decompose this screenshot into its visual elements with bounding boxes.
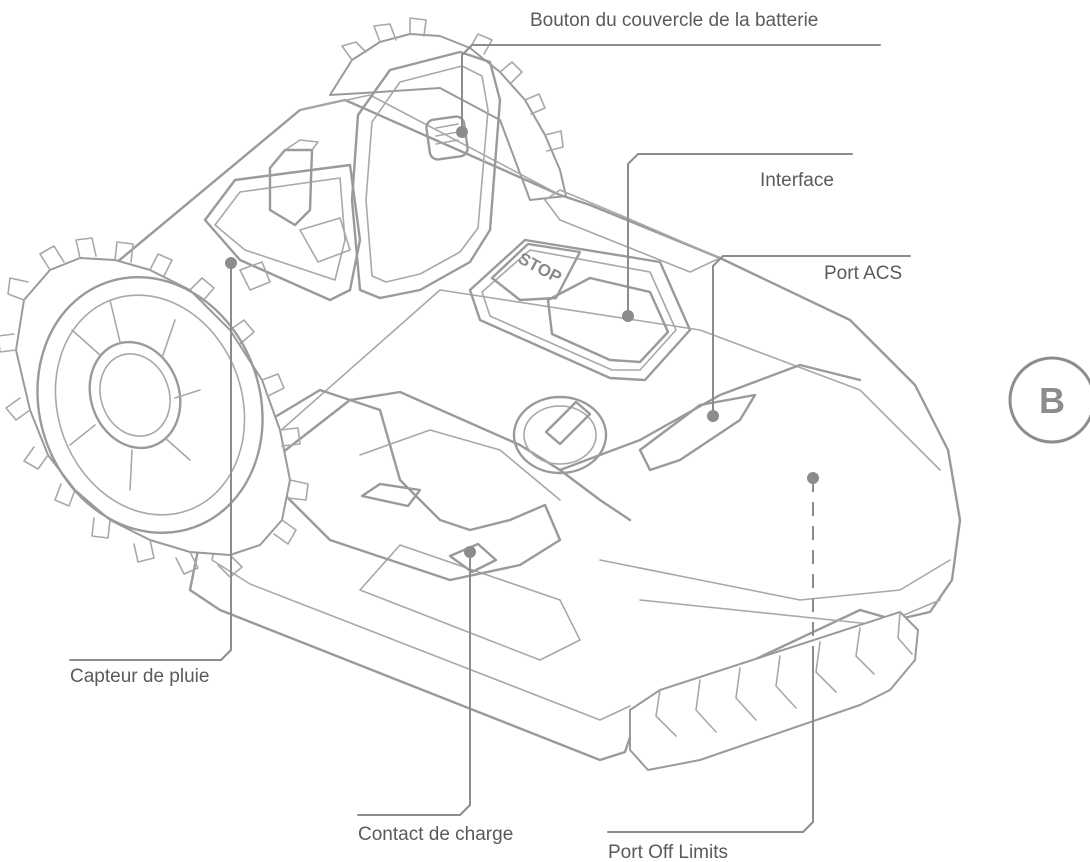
robotic-lawn-mower-drawing: STOP xyxy=(0,17,962,771)
battery-compartment xyxy=(203,50,502,302)
pointer-dot-charging-contact xyxy=(464,546,476,558)
height-adjustment-knob xyxy=(512,395,608,475)
pointer-dot-rain-sensor xyxy=(225,257,237,269)
leader-off-limits-port-solid xyxy=(607,651,814,833)
pointer-dot-acs-port xyxy=(707,410,719,422)
rear-bumper-tread xyxy=(629,611,919,771)
leader-battery-cover-button xyxy=(461,44,881,133)
leader-lines xyxy=(69,44,911,833)
leader-acs-port xyxy=(712,255,911,416)
front-wheel xyxy=(0,237,309,578)
pointer-dot-battery-button xyxy=(456,126,468,138)
label-off-limits-port: Port Off Limits xyxy=(608,842,728,862)
label-battery-cover-button: Bouton du couvercle de la batterie xyxy=(530,10,818,31)
control-panel: STOP xyxy=(468,238,692,382)
label-rain-sensor: Capteur de pluie xyxy=(70,666,209,687)
acs-port-cover xyxy=(638,393,757,472)
section-badge-letter: B xyxy=(1039,380,1065,421)
label-acs-port: Port ACS xyxy=(824,263,902,284)
label-charging-contact: Contact de charge xyxy=(358,824,513,845)
label-interface: Interface xyxy=(760,170,834,191)
charging-contact-assembly xyxy=(268,388,562,582)
pointer-dot-interface xyxy=(622,310,634,322)
leader-charging-contact xyxy=(357,551,471,816)
callout-labels: Bouton du couvercle de la batterie Inter… xyxy=(70,10,902,862)
rear-wheel xyxy=(329,17,567,201)
leader-interface xyxy=(627,153,853,316)
section-badge: B xyxy=(1008,356,1090,444)
leader-rain-sensor xyxy=(69,261,232,661)
pointer-dot-off-limits-port xyxy=(807,472,819,484)
